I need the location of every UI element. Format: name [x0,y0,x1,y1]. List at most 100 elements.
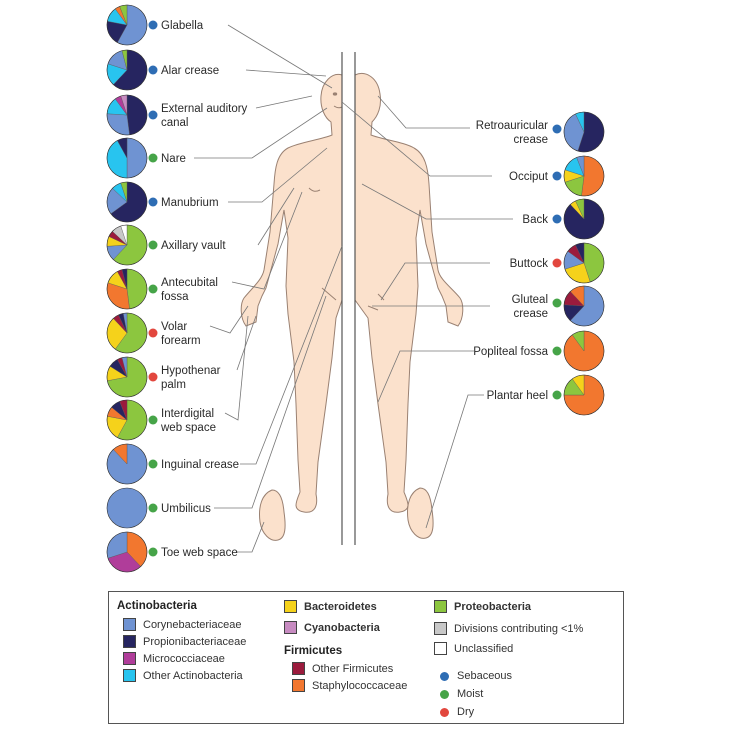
legend-heading-actinobacteria: Actinobacteria [117,600,197,612]
pie-slice-propionibacteriaceae [126,94,148,136]
back-foot [407,487,434,539]
pie-occiput [563,155,605,197]
pie-outline [106,137,148,179]
label-glabella: Glabella [161,20,204,32]
pie-axillary-vault [106,224,148,266]
pie-slice-corynebacteriaceae [106,487,148,529]
label-axillary-vault: Axillary vault [161,240,226,252]
label-manubrium: Manubrium [161,197,219,209]
leader-nare [194,107,328,159]
leader-back [361,183,513,220]
pie-outline [106,399,148,441]
legend-item-sebaceous: Sebaceous [440,670,512,682]
swatch-other-actinobacteria [123,669,136,682]
leader-antecubital-fossa [231,191,303,290]
leader-plantar-heel [425,394,484,529]
pie-outline [106,181,148,223]
type-dot-interdigital-web-space [148,415,158,425]
leader-buttock [380,262,490,301]
type-dot-popliteal-fossa [552,346,562,356]
leader-toe-web-space [236,521,265,553]
swatch-cyanobacteria [284,621,297,634]
label-plantar-heel: Plantar heel [487,390,548,402]
leader-external-auditory-canal [255,95,313,109]
label-popliteal-fossa: Popliteal fossa [473,346,548,358]
legend-item-micrococciaceae: Micrococciaceae [123,652,225,665]
leader-occiput [341,101,492,177]
leader-lines [194,24,513,553]
type-dot-buttock [552,258,562,268]
pie-umbilicus [106,487,148,529]
pie-external-auditory-canal [106,94,148,136]
pie-toe-web-space [106,531,148,573]
type-dot-toe-web-space [148,547,158,557]
pie-outline [563,285,605,327]
pie-charts [106,4,605,573]
pie-glabella [106,4,148,46]
type-dot-manubrium [148,197,158,207]
type-dot-plantar-heel [552,390,562,400]
type-dot-back [552,214,562,224]
pie-outline [106,443,148,485]
type-dot-antecubital-fossa [148,284,158,294]
front-body-figure [240,73,343,513]
swatch-micrococciaceae [123,652,136,665]
pie-interdigital-web-space [106,399,148,441]
swatch-propionibacteriaceae [123,635,136,648]
pie-volar-forearm [106,312,148,354]
label-inguinal-crease: Inguinal crease [161,459,239,471]
legend-item-proteobacteria: Proteobacteria [434,600,531,613]
leader-hypothenar-palm [236,315,257,371]
leader-inguinal-crease [240,245,343,465]
leader-glabella [227,24,333,89]
type-dot-alar-crease [148,65,158,75]
swatch-staphylococcaceae [292,679,305,692]
type-dot-occiput [552,171,562,181]
pie-slice-corynebacteriaceae [106,113,130,136]
pie-outline [563,155,605,197]
legend: Actinobacteria Corynebacteriaceae Propio… [108,591,624,724]
pie-popliteal-fossa [563,330,605,372]
type-dot-gluteal-crease [552,298,562,308]
type-dot-nare [148,153,158,163]
pie-antecubital-fossa [106,268,148,310]
pie-slice-proteobacteria [126,268,148,310]
legend-heading-firmicutes: Firmicutes [284,645,343,657]
pie-outline [563,242,605,284]
legend-item-corynebacteriaceae: Corynebacteriaceae [123,618,241,631]
pie-alar-crease [106,49,148,91]
label-nare: Nare [161,153,186,165]
pie-outline [563,330,605,372]
label-toe-web-space: Toe web space [161,547,238,559]
pie-gluteal-crease [563,285,605,327]
pie-outline [106,268,148,310]
pie-outline [106,94,148,136]
pie-inguinal-crease [106,443,148,485]
pie-outline [106,224,148,266]
label-alar-crease: Alar crease [161,65,219,77]
pie-buttock [563,242,605,284]
legend-item-other-firmicutes: Other Firmicutes [292,662,393,675]
legend-item-staphylococcaceae: Staphylococcaceae [292,679,407,692]
pie-outline [106,49,148,91]
label-umbilicus: Umbilicus [161,503,211,515]
pie-slice-staphylococcaceae [581,155,605,197]
dot-dry [440,707,449,717]
back-body-figure [354,73,464,513]
pie-retroauricular-crease [563,111,605,153]
leader-manubrium [228,147,328,203]
front-foot [259,489,286,541]
pie-outline [106,531,148,573]
pie-hypothenar-palm [106,356,148,398]
dot-sebaceous [440,671,449,681]
pie-outline [563,374,605,416]
type-dot-umbilicus [148,503,158,513]
type-dot-external-auditory-canal [148,110,158,120]
pie-outline [563,198,605,240]
swatch-divisions-lt1 [434,622,447,635]
